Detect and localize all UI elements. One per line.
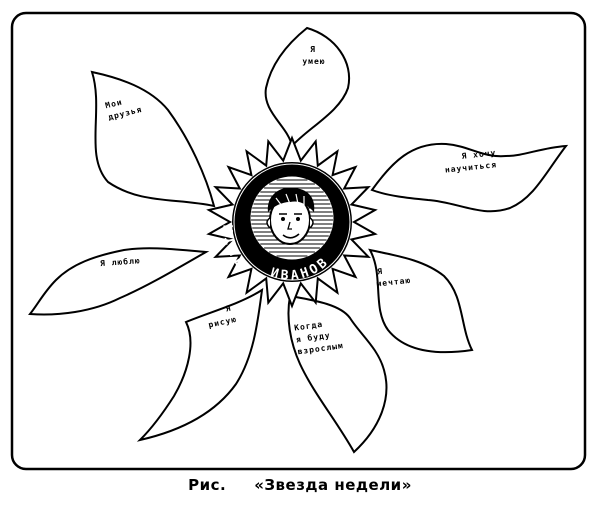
petal-label-when-grown: Когда я буду взрослым [294, 317, 345, 356]
caption-prefix: Рис. [188, 476, 227, 494]
sun-ring-inner-line [233, 163, 351, 281]
petal-my-friends [90, 70, 216, 208]
petal-i-want-to-learn [370, 142, 569, 213]
caption-title: «Звезда недели» [254, 476, 412, 494]
hair-strands [275, 193, 305, 207]
petal-i-draw [136, 288, 264, 442]
hair [267, 187, 315, 212]
page-border [10, 11, 587, 471]
left-eye [281, 217, 285, 221]
right-ear [309, 217, 314, 229]
right-eye [296, 217, 300, 221]
petal-i-love [28, 247, 210, 316]
left-ear [266, 217, 271, 229]
boy-face [266, 187, 315, 245]
nose [287, 221, 292, 230]
petal-i-can [264, 26, 351, 149]
petal-i-dream [368, 248, 474, 354]
petal-label-i-dream: Я мечтаю [375, 264, 412, 289]
figure-caption: Рис. «Звезда недели» [0, 476, 600, 494]
petal-label-i-can: Я умею [302, 45, 325, 66]
petal-label-i-love: Я люблю [100, 255, 141, 268]
petal-when-grown [287, 294, 388, 454]
mouth [282, 233, 300, 239]
